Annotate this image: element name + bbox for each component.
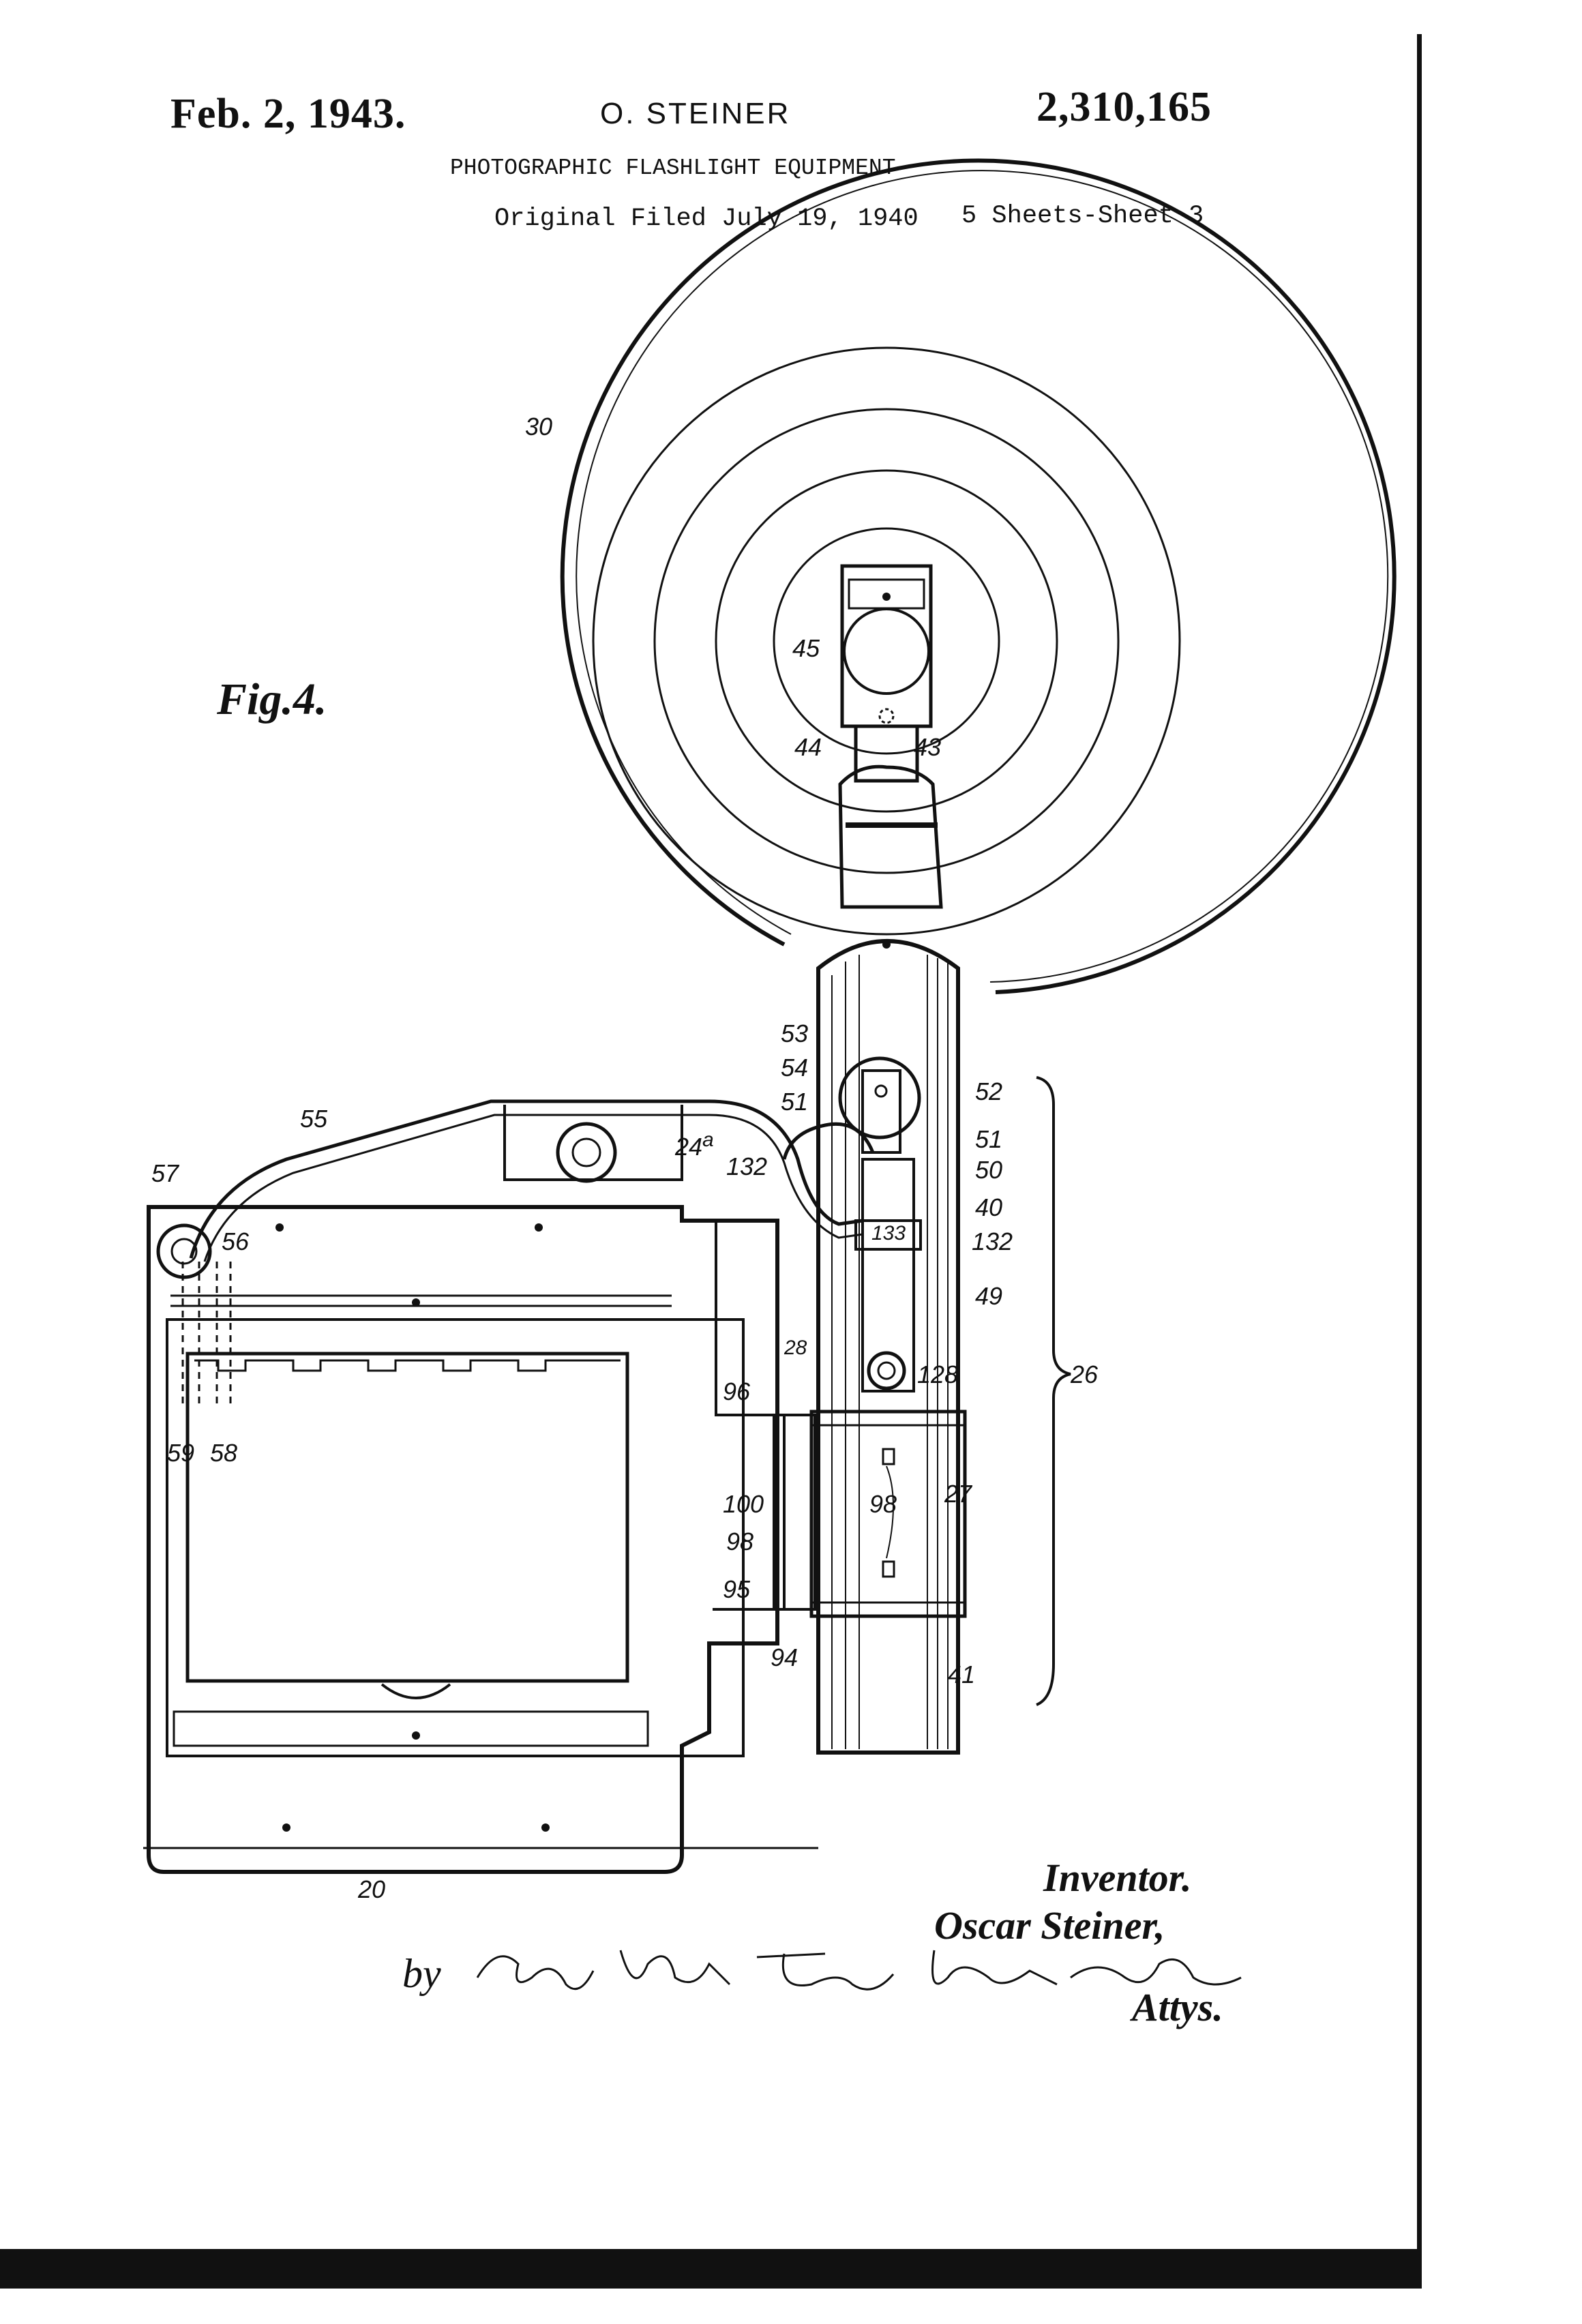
ref-41: 41 bbox=[948, 1660, 976, 1688]
reflector-ring-2 bbox=[653, 408, 1120, 874]
ref-30: 30 bbox=[525, 413, 553, 441]
by-label: by bbox=[402, 1951, 441, 1996]
filing-date: Original Filed July 19, 1940 bbox=[494, 205, 919, 233]
bulb-holder bbox=[840, 564, 933, 728]
page-right-border bbox=[1417, 34, 1422, 2284]
ref-20: 20 bbox=[358, 1875, 386, 1903]
ref-28: 28 bbox=[784, 1337, 807, 1359]
strip-49 bbox=[861, 1158, 915, 1392]
ref-51-left: 51 bbox=[781, 1088, 809, 1116]
switch-52 bbox=[838, 1056, 921, 1139]
camera-knob bbox=[556, 1122, 617, 1183]
sheet-number: 5 Sheets-Sheet 3 bbox=[961, 202, 1204, 230]
ref-59: 59 bbox=[167, 1439, 195, 1467]
ref-24a: 24a bbox=[675, 1129, 714, 1161]
ref-128: 128 bbox=[917, 1360, 959, 1388]
attorneys-label: Attys. bbox=[1132, 1985, 1223, 2029]
focusing-window bbox=[185, 1352, 629, 1683]
patent-date: Feb. 2, 1943. bbox=[170, 91, 406, 137]
battery-case bbox=[816, 939, 960, 1755]
reflector-inner-rim bbox=[576, 170, 1389, 983]
bracket-98 bbox=[773, 1414, 816, 1611]
arm-neck bbox=[838, 764, 943, 909]
page-bottom-band bbox=[0, 2249, 1422, 2289]
screw-128 bbox=[867, 1351, 906, 1390]
ref-56: 56 bbox=[222, 1227, 250, 1255]
attorney-signature-text: Emery, Booth, Townsend, Miller and Weidn… bbox=[471, 1997, 621, 2007]
reflector-ring-4 bbox=[773, 527, 1000, 755]
camera-front-panel bbox=[166, 1318, 745, 1757]
cable-55 bbox=[189, 1099, 863, 1259]
ref-95: 95 bbox=[723, 1575, 751, 1603]
ref-98-left: 98 bbox=[726, 1528, 754, 1555]
reflector-ring-3 bbox=[715, 469, 1058, 813]
switch-lever-54 bbox=[861, 1069, 901, 1154]
ref-26: 26 bbox=[1071, 1360, 1099, 1388]
ref-40: 40 bbox=[975, 1193, 1003, 1221]
ref-45: 45 bbox=[792, 634, 820, 662]
patent-title: PHOTOGRAPHIC FLASHLIGHT EQUIPMENT bbox=[450, 155, 896, 181]
attorney-signature: Emery, Booth, Townsend, Miller and Weidn… bbox=[471, 1950, 1242, 2007]
inventor-header: O. STEINER bbox=[600, 97, 791, 130]
ref-94: 94 bbox=[771, 1643, 799, 1671]
ref-55: 55 bbox=[300, 1105, 328, 1133]
collar-27 bbox=[809, 1410, 967, 1618]
ref-57: 57 bbox=[151, 1159, 179, 1187]
ref-49: 49 bbox=[975, 1282, 1003, 1310]
ref-53: 53 bbox=[781, 1019, 809, 1047]
ref-133: 133 bbox=[871, 1222, 906, 1245]
patent-number: 2,310,165 bbox=[1036, 84, 1212, 130]
ref-43: 43 bbox=[914, 733, 942, 761]
reflector-ring-1 bbox=[592, 346, 1181, 936]
bulb-45 bbox=[843, 608, 930, 695]
ref-44: 44 bbox=[794, 733, 822, 761]
ref-100: 100 bbox=[723, 1490, 764, 1518]
brace-26 bbox=[1036, 1076, 1071, 1706]
ref-27: 27 bbox=[944, 1480, 972, 1508]
ref-50: 50 bbox=[975, 1156, 1003, 1184]
ref-98-right: 98 bbox=[869, 1490, 897, 1518]
ref-54: 54 bbox=[781, 1054, 809, 1082]
ref-132-left: 132 bbox=[726, 1152, 768, 1180]
ref-132-right: 132 bbox=[972, 1227, 1013, 1255]
ref-96: 96 bbox=[723, 1377, 751, 1405]
socket-56 bbox=[156, 1223, 212, 1279]
reflector-outline bbox=[560, 158, 1397, 994]
camera-body-20 bbox=[147, 1205, 779, 1874]
inventor-heading: Inventor. bbox=[1043, 1856, 1192, 1900]
inventor-signature-name: Oscar Steiner, bbox=[934, 1903, 1165, 1948]
arm-43 bbox=[854, 726, 919, 783]
dashed-pins bbox=[181, 1262, 232, 1405]
ref-52: 52 bbox=[975, 1077, 1003, 1105]
socket-hole bbox=[878, 708, 895, 724]
figure-label: Fig.4. bbox=[217, 674, 327, 724]
ref-51-right: 51 bbox=[975, 1125, 1003, 1153]
ref-58: 58 bbox=[210, 1439, 238, 1467]
